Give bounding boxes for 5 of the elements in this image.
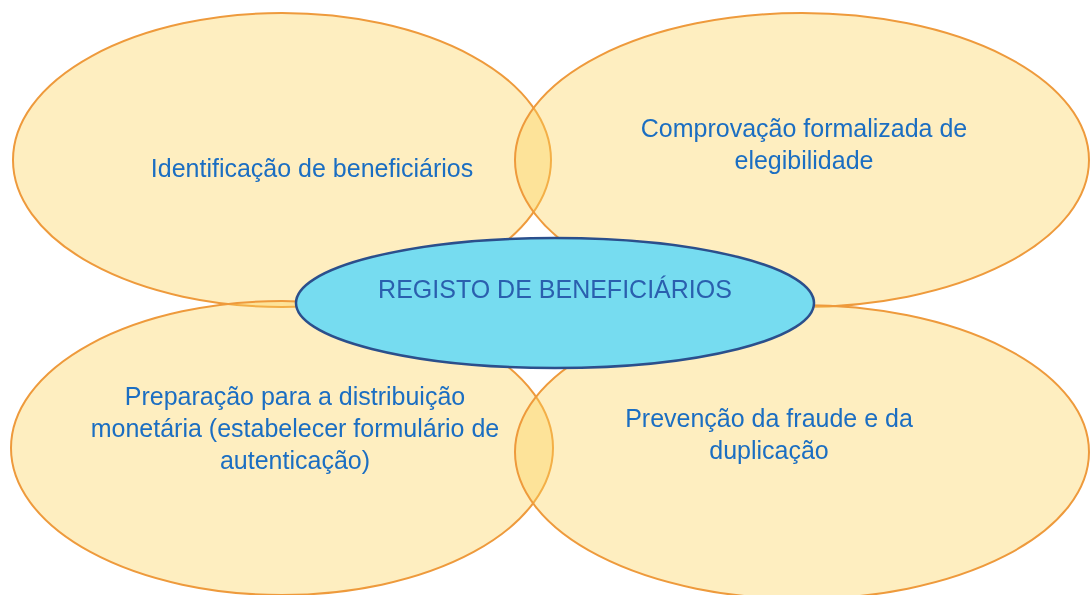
ellipse-label: Preparação para a distribuição monetária (estabelecer formulário de autenticação) [89, 381, 501, 476]
ellipse-label: Prevenção da fraude e da duplicação [624, 403, 914, 466]
ellipse-label: REGISTO DE BENEFICIÁRIOS [377, 274, 733, 305]
ellipse-label: Comprovação formalizada de elegibilidade [639, 113, 969, 176]
ellipse-label: Identificação de beneficiários [149, 153, 475, 184]
